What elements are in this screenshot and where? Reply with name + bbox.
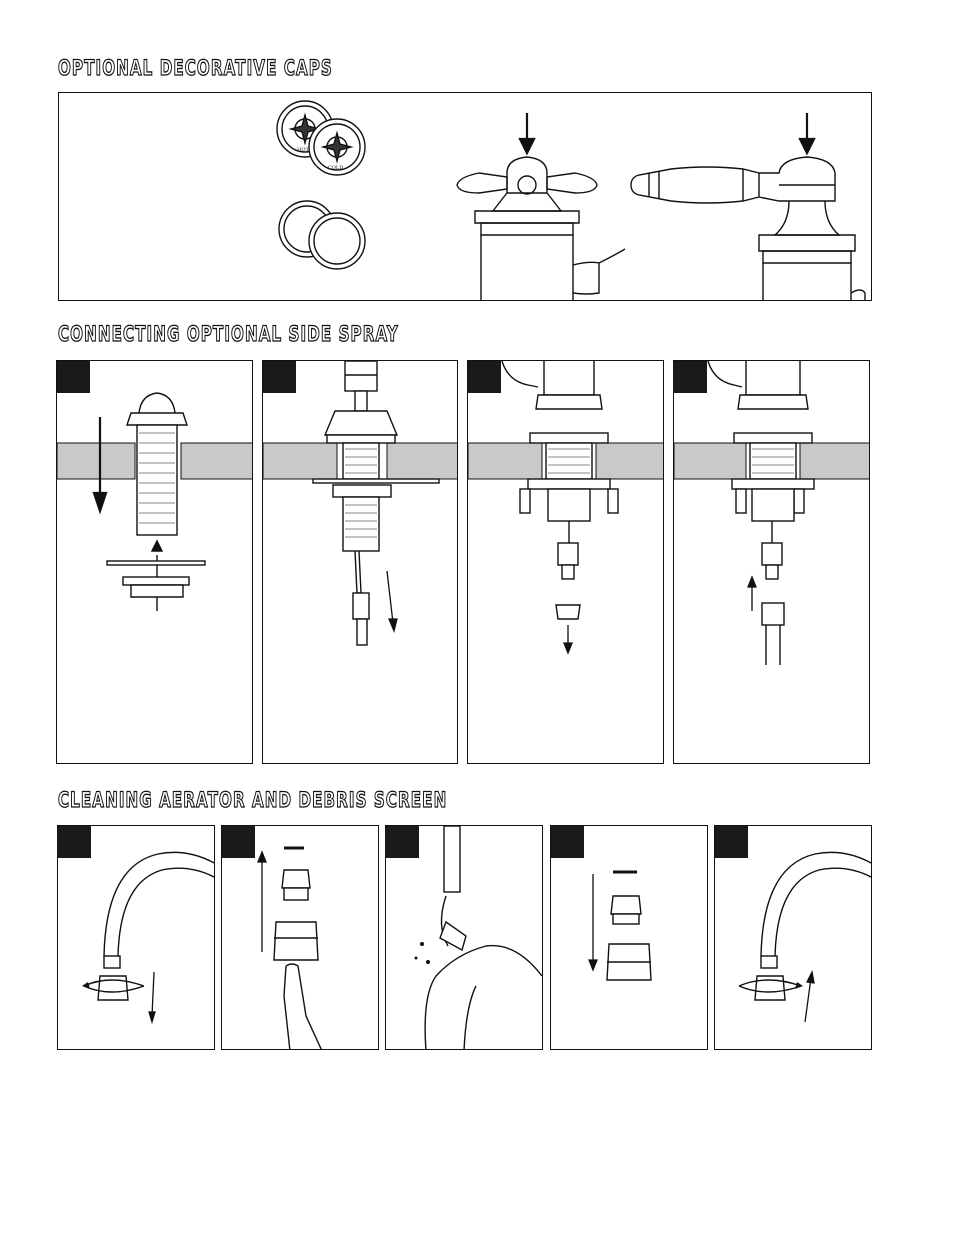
caps-section-title: OPTIONAL DECORATIVE CAPS (58, 56, 333, 80)
spray-step-1-illustration (57, 361, 253, 764)
aerator-step-3-panel (385, 825, 543, 1050)
aerator-step-4-illustration (551, 826, 708, 1050)
rotate-arrow-icon (795, 982, 803, 989)
up-arrow-icon (258, 852, 266, 952)
spray-step-2-panel (262, 360, 458, 764)
spray-section-title: CONNECTING OPTIONAL SIDE SPRAY (58, 322, 399, 346)
aerator-step-1-illustration (58, 826, 215, 1050)
down-arrow-icon (589, 874, 597, 970)
down-arrow-icon (387, 571, 397, 631)
aerator-step-5-panel (714, 825, 872, 1050)
spray-step-2-illustration (263, 361, 458, 764)
spray-step-4-panel (673, 360, 870, 764)
spray-step-1-panel (56, 360, 253, 764)
cold-label: COLD (328, 165, 343, 171)
aerator-step-1-panel (57, 825, 215, 1050)
aerator-step-5-illustration (715, 826, 872, 1050)
spray-step-3-illustration (468, 361, 664, 764)
aerator-step-2-panel (221, 825, 379, 1050)
aerator-section-title: CLEANING AERATOR AND DEBRIS SCREEN (58, 788, 447, 812)
water-splash-icon (415, 942, 431, 964)
rotate-arrow-icon (82, 982, 90, 989)
down-arrow-icon (800, 113, 814, 153)
aerator-step-2-illustration (222, 826, 379, 1050)
down-arrow-icon (520, 113, 534, 153)
decorative-caps-illustration: HOT COLD (59, 93, 872, 301)
aerator-step-4-panel (550, 825, 708, 1050)
spray-step-3-panel (467, 360, 664, 764)
spray-step-4-illustration (674, 361, 870, 764)
cross-handle-icon (457, 157, 625, 301)
decorative-caps-panel: HOT COLD (58, 92, 872, 301)
down-arrow-icon (564, 625, 572, 653)
up-arrow-icon (748, 577, 756, 611)
hot-label: HOT (297, 147, 309, 153)
aerator-step-3-illustration (386, 826, 543, 1050)
plain-cap-icon (309, 213, 365, 269)
lever-handle-icon (631, 157, 865, 301)
up-arrow-icon (805, 972, 814, 1022)
down-arrow-icon (149, 972, 155, 1022)
